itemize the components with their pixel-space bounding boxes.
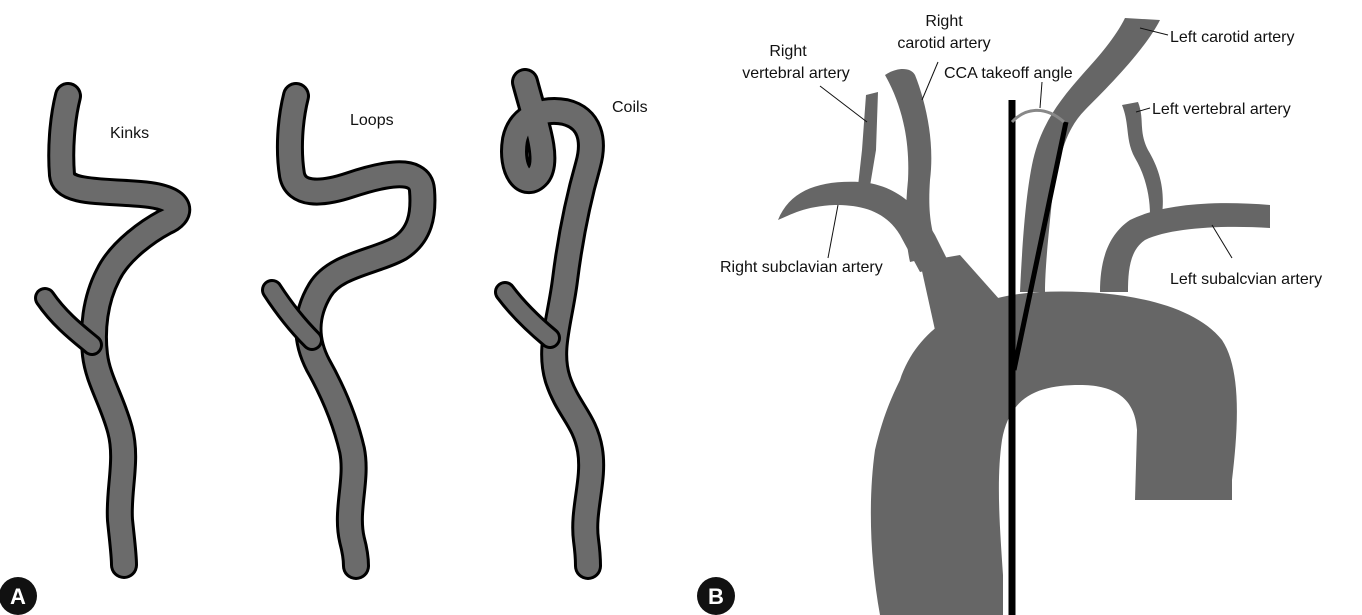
coils-label: Coils [612, 99, 648, 116]
left-vertebral-artery [1122, 102, 1163, 215]
right-carotid-label-line1: Right [925, 13, 963, 30]
right-carotid-label-line2: carotid artery [897, 35, 990, 52]
right-vertebral-label-line1: Right [769, 43, 807, 60]
right-carotid-artery [885, 69, 940, 262]
coils-vessel [505, 82, 591, 566]
panel-b: Right vertebral artery Right carotid art… [697, 13, 1322, 615]
aortic-arch [871, 292, 1237, 615]
leader-right-vertebral [820, 86, 867, 122]
leader-left-subclavian [1212, 225, 1232, 258]
left-subclavian-label: Left subalcvian artery [1170, 271, 1322, 288]
leader-cca-angle [1040, 82, 1042, 108]
left-carotid-label: Left carotid artery [1170, 29, 1295, 46]
right-vertebral-artery [858, 92, 878, 186]
badge-a-label: A [10, 584, 26, 609]
badge-b: B [697, 577, 735, 615]
right-subclavian-label: Right subclavian artery [720, 259, 883, 276]
badge-b-label: B [708, 584, 724, 609]
panel-a: Kinks Loops Coils A [0, 82, 648, 615]
left-vertebral-label: Left vertebral artery [1152, 101, 1291, 118]
badge-a: A [0, 577, 37, 615]
leader-right-subclavian [828, 205, 838, 258]
right-vertebral-label-line2: vertebral artery [742, 65, 850, 82]
loops-label: Loops [350, 112, 394, 129]
kinks-vessel [45, 96, 177, 565]
cca-angle-label: CCA takeoff angle [944, 65, 1073, 82]
kinks-label: Kinks [110, 125, 149, 142]
leader-right-carotid [922, 62, 938, 100]
loops-vessel [272, 96, 422, 566]
